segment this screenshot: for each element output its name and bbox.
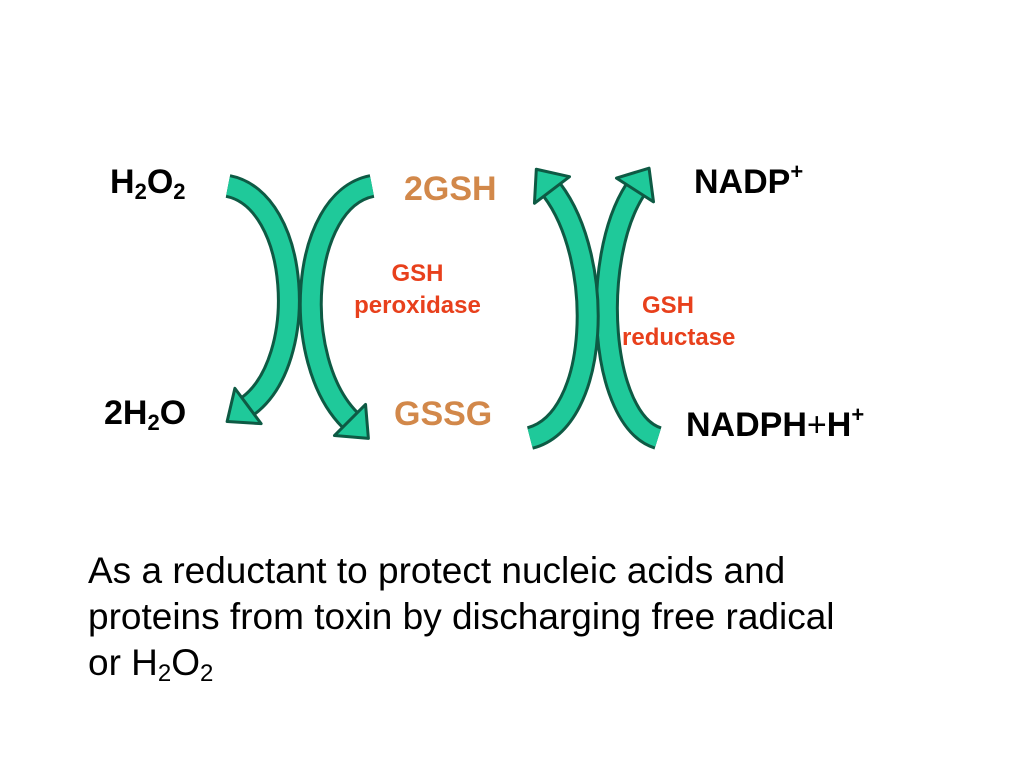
caption-line2: proteins from toxin by discharging free … (88, 596, 835, 637)
arrow-nadph-to-nadp (594, 166, 663, 450)
enzyme-peroxidase-line2: peroxidase (354, 292, 481, 319)
enzyme-peroxidase-line1: GSH (391, 260, 444, 287)
enzyme-reductase-line2: reductase (622, 324, 736, 351)
arrow-gsh-to-gssg (298, 174, 376, 440)
label-nadph-h-plus: NADPH+H+ (686, 402, 865, 444)
enzyme-reductase-line1: GSH (642, 292, 695, 319)
caption-line1: As a reductant to protect nucleic acids … (88, 550, 786, 591)
label-hydrogen-peroxide: H2O2 (110, 163, 186, 204)
label-gssg: GSSG (394, 395, 493, 433)
label-nadp-plus: NADP+ (694, 159, 804, 201)
caption-line3: or H2O2 (88, 642, 214, 687)
arrow-h2o2-to-h2o (224, 174, 301, 426)
arrow-gssg-to-gsh (525, 167, 600, 450)
enzyme-gsh-reductase: GSH reductase (612, 290, 772, 354)
enzyme-gsh-peroxidase: GSH peroxidase (330, 258, 505, 322)
label-water: 2H2O (104, 394, 187, 435)
caption: As a reductant to protect nucleic acids … (88, 548, 928, 686)
label-2gsh: 2GSH (404, 170, 497, 208)
